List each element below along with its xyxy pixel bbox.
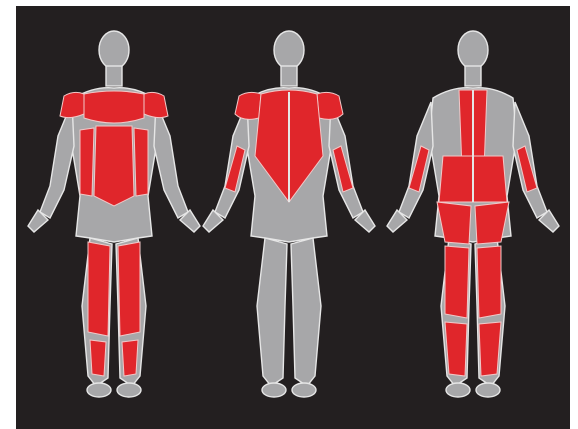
body-silhouette [203, 31, 375, 397]
chest [84, 91, 144, 123]
shoulder-right [144, 92, 168, 117]
shoulder-left [60, 92, 84, 117]
calf-right [479, 322, 501, 376]
body-silhouette [28, 31, 200, 397]
shin-right [122, 340, 138, 376]
shin-left [90, 340, 106, 376]
oblique-right [134, 128, 148, 196]
body-silhouette [387, 31, 559, 397]
rear-shoulder-left [235, 92, 261, 119]
quad-right [118, 242, 140, 336]
hamstring-left [445, 246, 469, 318]
muscle-anatomy-illustration [16, 6, 570, 429]
figure-back-view-lower [387, 31, 559, 397]
oblique-left [80, 128, 94, 196]
hamstring-right [477, 246, 501, 318]
rear-shoulder-right [317, 92, 343, 119]
figure-front-view [28, 31, 200, 397]
figure-back-view-upper [203, 31, 375, 397]
calf-left [445, 322, 467, 376]
quad-left [88, 242, 110, 336]
abdominals [94, 126, 134, 206]
anatomy-panel [16, 6, 570, 429]
